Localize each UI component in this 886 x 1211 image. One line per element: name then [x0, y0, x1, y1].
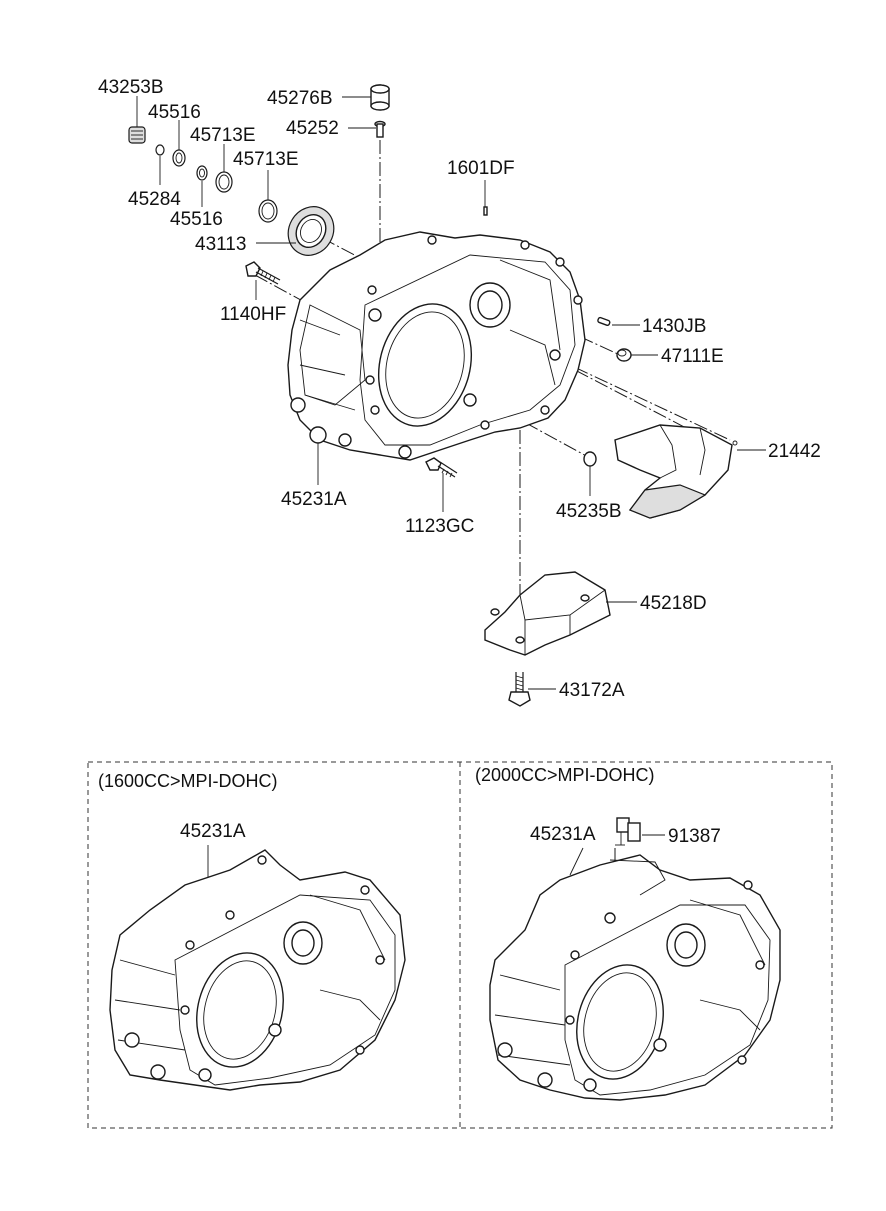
bearing-43253b-icon: [128, 126, 146, 144]
pin-45252-icon: [374, 120, 386, 138]
cover-21442-icon: [614, 424, 738, 519]
part-label-1601df: 1601DF: [447, 158, 515, 179]
bolt-43172a-icon: [508, 672, 531, 707]
transaxle-case-1600cc-icon: [109, 849, 406, 1091]
variant-1600cc-part-label: 45231A: [180, 821, 246, 842]
part-label-1140hf: 1140HF: [220, 304, 286, 325]
part-label-1430jb: 1430JB: [642, 316, 706, 337]
bolt-1123gc-icon: [425, 457, 458, 478]
part-label-45235b: 45235B: [556, 501, 622, 522]
plug-45276b-icon: [370, 84, 390, 111]
oil-seal-45713e-upper-icon: [215, 171, 233, 193]
leader-lines: [136, 96, 766, 690]
washer-45284-icon: [155, 144, 165, 156]
part-label-43172a: 43172A: [559, 680, 625, 701]
bolt-1140hf-icon: [245, 261, 281, 285]
variant-box: [87, 761, 833, 1129]
part-label-45218d: 45218D: [640, 593, 707, 614]
variant-2000cc: (2000CC>MPI-DOHC) 45231A 91387: [475, 765, 781, 1101]
variant-1600cc: (1600CC>MPI-DOHC) 45231A: [98, 771, 406, 1091]
shim-45516-lower-icon: [196, 165, 208, 181]
sensor-91387-icon: [615, 817, 641, 846]
transaxle-case-2000cc-icon: [489, 854, 781, 1101]
oil-seal-43113-icon: [287, 206, 335, 256]
variant-title-1600cc: (1600CC>MPI-DOHC): [98, 771, 278, 791]
part-label-47111e: 47111E: [661, 346, 724, 367]
variant-2000cc-part-label-91387: 91387: [668, 826, 721, 847]
oil-seal-45713e-lower-icon: [258, 199, 278, 223]
part-label-1123gc: 1123GC: [405, 516, 474, 537]
part-label-45516-lower: 45516: [170, 209, 223, 230]
pin-1430jb-icon: [597, 316, 611, 327]
part-label-45231a-main: 45231A: [281, 489, 347, 510]
part-labels: 43253B 45516 45713E 45713E 45284 45516 4…: [98, 77, 821, 701]
part-label-45252: 45252: [286, 118, 339, 139]
part-label-45713e-upper: 45713E: [190, 125, 256, 146]
part-label-45713e-lower: 45713E: [233, 149, 299, 170]
part-label-43113: 43113: [195, 234, 246, 255]
part-label-21442: 21442: [768, 441, 821, 462]
variant-2000cc-part-label-45231a: 45231A: [530, 824, 596, 845]
part-label-45516-upper: 45516: [148, 102, 201, 123]
transaxle-case-45231a-main: [287, 231, 586, 461]
part-label-45284: 45284: [128, 189, 181, 210]
bracket-45218d-icon: [484, 571, 611, 656]
plug-45235b-icon: [583, 451, 597, 467]
pin-1601df-icon: [483, 206, 488, 216]
variant-title-2000cc: (2000CC>MPI-DOHC): [475, 765, 655, 785]
shim-45516-upper-icon: [172, 149, 186, 167]
plug-47111e-icon: [616, 348, 632, 362]
part-label-43253b: 43253B: [98, 77, 164, 98]
part-label-45276b: 45276B: [267, 88, 333, 109]
